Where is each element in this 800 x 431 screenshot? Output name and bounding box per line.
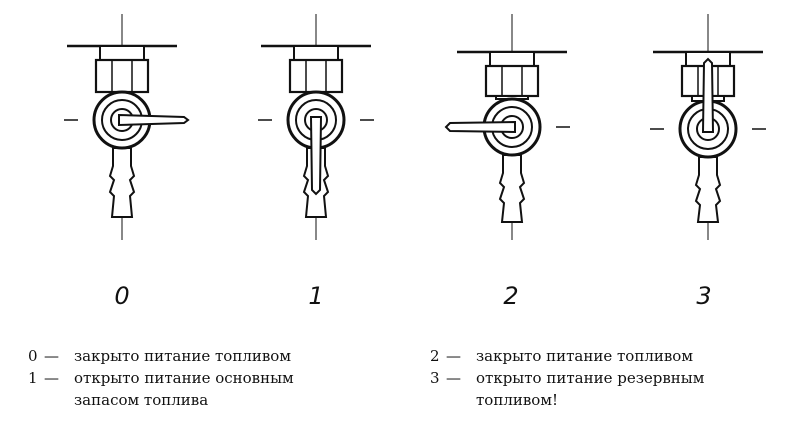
hose-nozzle xyxy=(694,156,722,223)
tap-handle xyxy=(444,120,516,134)
tap-handle xyxy=(118,113,190,127)
legend-dash: — xyxy=(44,347,59,365)
legend-right: 2 — закрыто питание топливом 3 — открыто… xyxy=(430,345,704,411)
legend-item-0: 0 — закрыто питание топливом xyxy=(28,345,294,367)
position-label-2: 2 xyxy=(503,282,519,310)
thread-stub xyxy=(99,45,145,61)
legend-text-continuation: топливом! xyxy=(476,391,559,409)
legend-dash: — xyxy=(44,369,59,387)
fuel-tap-position-0 xyxy=(64,14,190,240)
position-label-1: 1 xyxy=(308,282,324,310)
tap-handle xyxy=(701,57,715,133)
legend-item-2: 2 — закрыто питание топливом xyxy=(430,345,704,367)
legend-item-1: 1 — открыто питание основным xyxy=(28,367,294,389)
hose-nozzle xyxy=(498,154,526,223)
legend-num: 1 xyxy=(28,369,38,387)
fuel-tap-position-3 xyxy=(650,14,766,240)
legend-text: открыто питание основным xyxy=(74,369,294,387)
legend-text: закрыто питание топливом xyxy=(74,347,292,365)
thread-stub xyxy=(293,45,339,61)
fuel-tap-drawing xyxy=(64,14,766,240)
legend-num: 0 xyxy=(28,347,38,365)
legend-item-3: 3 — открыто питание резервным xyxy=(430,367,704,389)
legend-dash: — xyxy=(446,369,461,387)
legend-left: 0 — закрыто питание топливом 1 — открыто… xyxy=(28,345,294,411)
position-label-3: 3 xyxy=(696,282,712,310)
fuel-tap-position-1 xyxy=(258,14,374,240)
legend-dash: — xyxy=(446,347,461,365)
legend-text: закрыто питание топливом xyxy=(476,347,694,365)
hex-nut xyxy=(288,58,344,94)
thread-stub xyxy=(489,51,535,67)
fuel-tap-position-2 xyxy=(444,14,570,240)
legend-num: 3 xyxy=(430,369,440,387)
hose-nozzle xyxy=(108,147,136,218)
legend-num: 2 xyxy=(430,347,440,365)
tap-handle xyxy=(309,116,323,196)
position-label-0: 0 xyxy=(114,282,130,310)
legend-text: открыто питание резервным xyxy=(476,369,705,387)
hex-nut xyxy=(94,58,150,94)
legend-text-continuation: запасом топлива xyxy=(74,391,209,409)
hex-nut xyxy=(484,64,540,98)
